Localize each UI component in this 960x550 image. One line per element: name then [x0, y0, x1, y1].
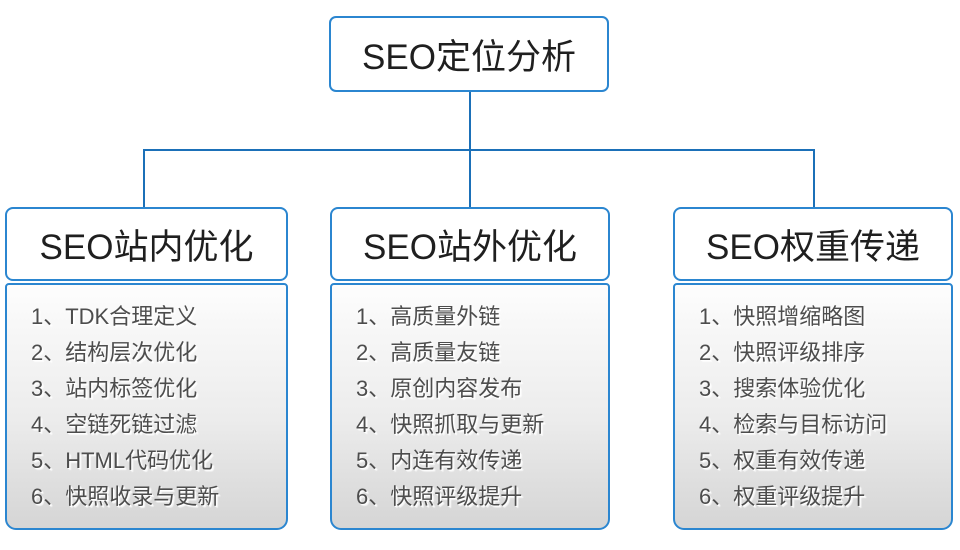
list-item: 1、快照增缩略图 — [699, 304, 866, 329]
branch-header-offsite: SEO站外优化 — [330, 207, 610, 281]
list-item: 5、内连有效传递 — [356, 448, 523, 473]
list-item: 2、快照评级排序 — [699, 340, 866, 365]
list-item: 5、HTML代码优化 — [31, 448, 214, 473]
list-item: 6、快照收录与更新 — [31, 484, 220, 509]
branch-list-onsite: 1、TDK合理定义 2、结构层次优化 3、站内标签优化 4、空链死链过滤 5、H… — [5, 283, 288, 530]
list-item: 3、原创内容发布 — [356, 376, 523, 401]
root-title: SEO定位分析 — [362, 37, 576, 77]
branch-list-offsite: 1、高质量外链 2、高质量友链 3、原创内容发布 4、快照抓取与更新 5、内连有… — [330, 283, 610, 530]
connector-left-vertical — [143, 151, 145, 207]
branch-title: SEO权重传递 — [706, 227, 920, 267]
root-node: SEO定位分析 — [329, 16, 609, 92]
branch-items: 1、高质量外链 2、高质量友链 3、原创内容发布 4、快照抓取与更新 5、内连有… — [332, 285, 608, 515]
connector-horizontal — [143, 149, 815, 151]
list-item: 6、快照评级提升 — [356, 484, 523, 509]
connector-right-vertical — [813, 151, 815, 207]
list-item: 4、空链死链过滤 — [31, 412, 198, 437]
branch-header-weight: SEO权重传递 — [673, 207, 953, 281]
list-item: 4、检索与目标访问 — [699, 412, 888, 437]
list-item: 1、TDK合理定义 — [31, 304, 198, 329]
list-item: 3、搜索体验优化 — [699, 376, 866, 401]
list-item: 2、结构层次优化 — [31, 340, 198, 365]
list-item: 2、高质量友链 — [356, 340, 501, 365]
list-item: 3、站内标签优化 — [31, 376, 198, 401]
branch-items: 1、TDK合理定义 2、结构层次优化 3、站内标签优化 4、空链死链过滤 5、H… — [7, 285, 286, 515]
branch-title: SEO站外优化 — [363, 227, 577, 267]
list-item: 1、高质量外链 — [356, 304, 501, 329]
branch-header-onsite: SEO站内优化 — [5, 207, 288, 281]
branch-items: 1、快照增缩略图 2、快照评级排序 3、搜索体验优化 4、检索与目标访问 5、权… — [675, 285, 951, 515]
connector-root-vertical — [469, 92, 471, 151]
connector-middle-vertical — [469, 151, 471, 207]
list-item: 4、快照抓取与更新 — [356, 412, 545, 437]
list-item: 6、权重评级提升 — [699, 484, 866, 509]
branch-title: SEO站内优化 — [39, 227, 254, 267]
list-item: 5、权重有效传递 — [699, 448, 866, 473]
branch-list-weight: 1、快照增缩略图 2、快照评级排序 3、搜索体验优化 4、检索与目标访问 5、权… — [673, 283, 953, 530]
